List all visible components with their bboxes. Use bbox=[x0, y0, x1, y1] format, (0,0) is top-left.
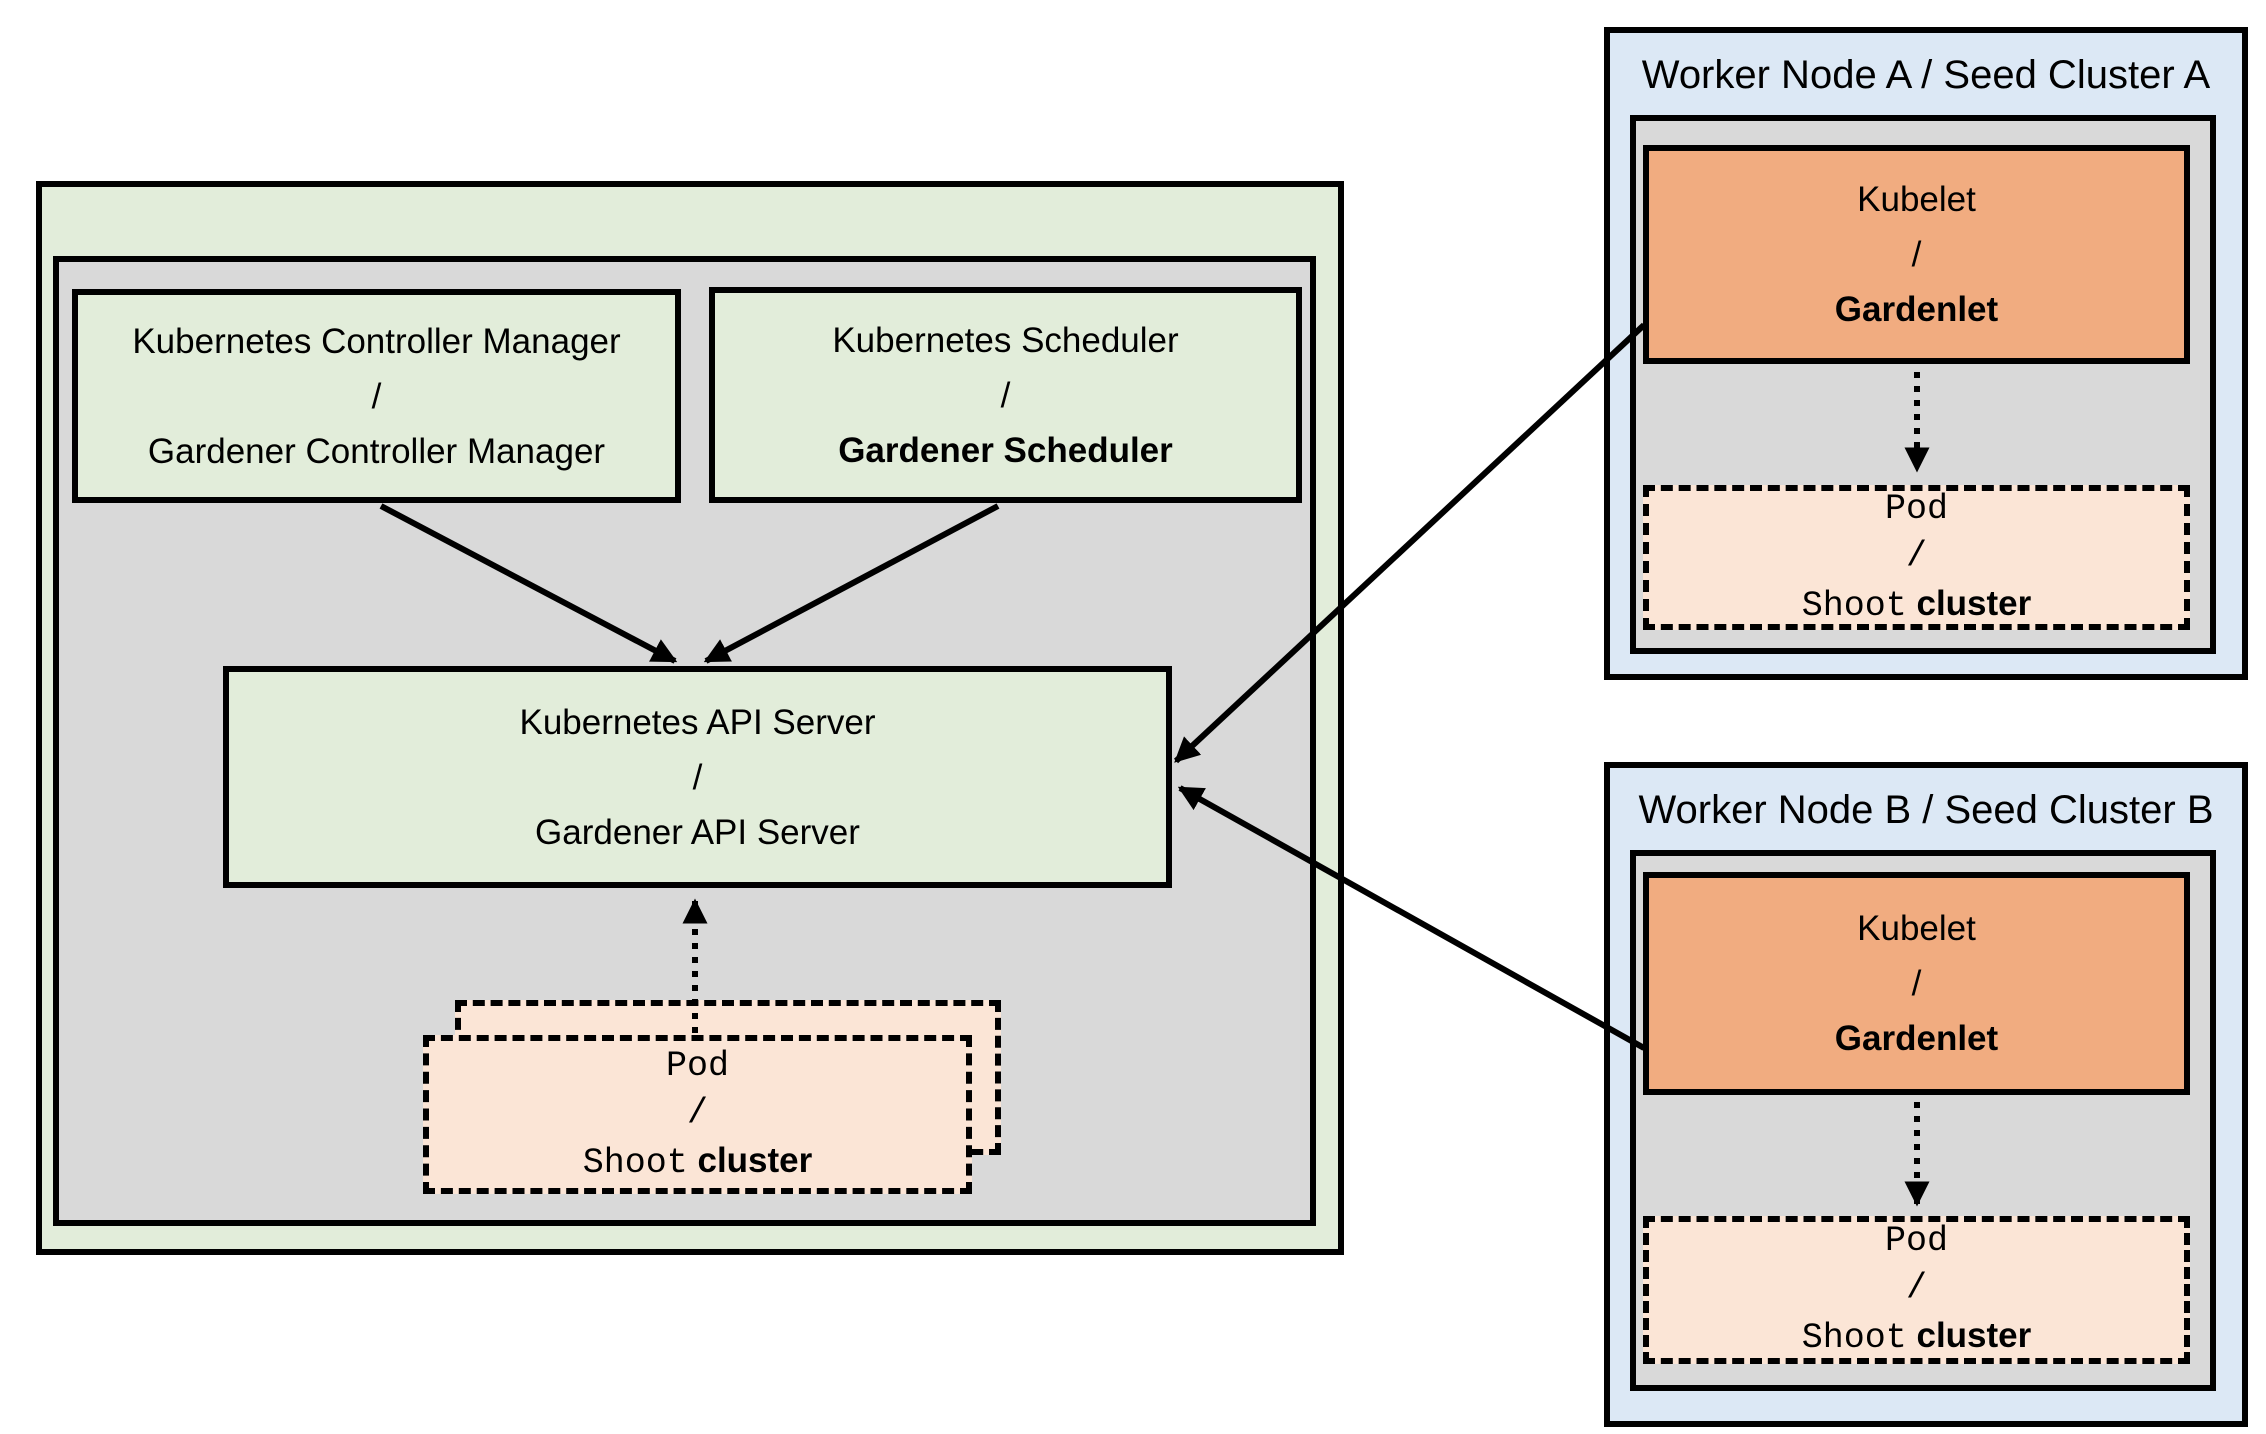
controller-manager-line1: Kubernetes Controller Manager bbox=[132, 321, 621, 361]
pod-a-slash: / bbox=[1905, 535, 1927, 576]
api-server-box: Kubernetes API Server / Gardener API Ser… bbox=[223, 666, 1172, 888]
worker-node-a-pod-label: Pod / Shoot cluster bbox=[1649, 489, 2184, 626]
pod-a-line3: Shoot cluster bbox=[1802, 580, 2032, 630]
worker-node-a-kubelet-box: Kubelet / Gardenlet bbox=[1643, 145, 2190, 364]
controller-manager-line3: Gardener Controller Manager bbox=[147, 431, 606, 471]
pod-line3: Shoot cluster bbox=[583, 1137, 813, 1187]
worker-node-b-title: Worker Node B / Seed Cluster B bbox=[1638, 788, 2214, 832]
control-plane-pod-label: Pod / Shoot cluster bbox=[429, 1041, 966, 1188]
pod-line3-cluster: cluster bbox=[697, 1140, 813, 1180]
api-server-label: Kubernetes API Server / Gardener API Ser… bbox=[229, 672, 1166, 882]
pod-slash: / bbox=[686, 1092, 708, 1133]
kubelet-b-line3: Gardenlet bbox=[1834, 1019, 1999, 1058]
scheduler-label: Kubernetes Scheduler / Gardener Schedule… bbox=[715, 293, 1296, 497]
kubelet-a-slash: / bbox=[1911, 235, 1922, 274]
kubelet-b-line1: Kubelet bbox=[1857, 909, 1976, 948]
worker-node-a-title: Worker Node A / Seed Cluster A bbox=[1641, 53, 2211, 97]
scheduler-box: Kubernetes Scheduler / Gardener Schedule… bbox=[709, 287, 1302, 503]
scheduler-line1: Kubernetes Scheduler bbox=[832, 320, 1179, 360]
pod-b-line3-cluster: cluster bbox=[1916, 1316, 2032, 1355]
pod-a-line3-shoot: Shoot bbox=[1801, 585, 1907, 626]
pod-b-line1: Pod bbox=[1884, 1221, 1948, 1261]
worker-node-b-pod-box: Pod / Shoot cluster bbox=[1643, 1216, 2190, 1364]
controller-manager-box: Kubernetes Controller Manager / Gardener… bbox=[72, 289, 681, 503]
controller-manager-label: Kubernetes Controller Manager / Gardener… bbox=[78, 295, 675, 497]
api-server-slash: / bbox=[692, 757, 703, 797]
worker-node-a-kubelet-label: Kubelet / Gardenlet bbox=[1649, 151, 2184, 358]
pod-line1: Pod bbox=[665, 1045, 729, 1086]
api-server-line1: Kubernetes API Server bbox=[519, 702, 876, 742]
worker-node-b-kubelet-box: Kubelet / Gardenlet bbox=[1643, 872, 2190, 1095]
control-plane-pod-box: Pod / Shoot cluster bbox=[423, 1035, 972, 1194]
controller-manager-slash: / bbox=[371, 376, 382, 416]
worker-node-a-pod-box: Pod / Shoot cluster bbox=[1643, 485, 2190, 630]
kubelet-a-line1: Kubelet bbox=[1857, 180, 1976, 219]
pod-b-line3-shoot: Shoot bbox=[1801, 1318, 1907, 1358]
pod-a-line3-cluster: cluster bbox=[1916, 583, 2032, 623]
pod-b-line3: Shoot cluster bbox=[1802, 1312, 2032, 1362]
api-server-line3: Gardener API Server bbox=[535, 812, 860, 852]
kubelet-a-line3: Gardenlet bbox=[1834, 290, 1999, 329]
pod-line3-shoot: Shoot bbox=[582, 1142, 688, 1183]
kubelet-b-slash: / bbox=[1911, 964, 1922, 1003]
scheduler-slash: / bbox=[1000, 375, 1011, 415]
scheduler-line3: Gardener Scheduler bbox=[838, 430, 1173, 470]
worker-node-b-pod-label: Pod / Shoot cluster bbox=[1649, 1221, 2184, 1358]
pod-b-slash: / bbox=[1905, 1268, 1927, 1308]
worker-node-b-kubelet-label: Kubelet / Gardenlet bbox=[1649, 878, 2184, 1089]
pod-a-line1: Pod bbox=[1884, 488, 1948, 529]
